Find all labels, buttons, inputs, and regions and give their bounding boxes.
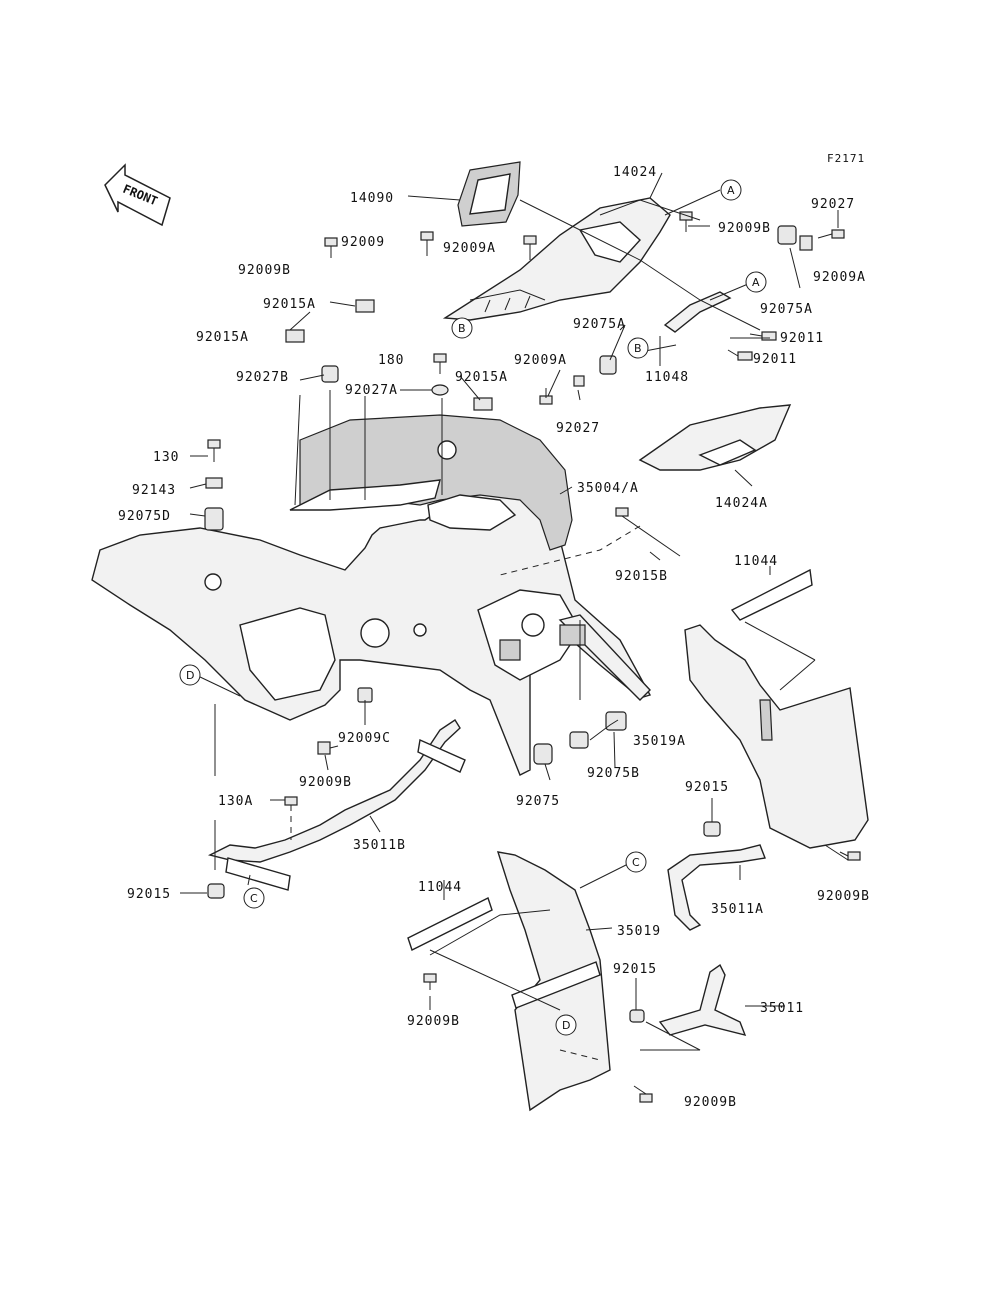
label-180: 180	[378, 353, 404, 368]
label-92075b: 92075B	[587, 766, 640, 781]
label-14024: 14024	[613, 165, 657, 180]
part-35011b-plate-shape	[225, 857, 291, 891]
label-92011-lower: 92011	[753, 352, 797, 367]
leader-lines	[180, 172, 849, 1061]
callout-c-left: C	[243, 887, 265, 909]
part-35011a-shape	[667, 844, 766, 931]
label-14090: 14090	[350, 191, 394, 206]
label-92009a-mid: 92009A	[514, 353, 567, 368]
label-92075d: 92075D	[118, 509, 171, 524]
part-14090-shape	[457, 161, 521, 227]
label-130: 130	[153, 450, 179, 465]
fasteners	[204, 211, 861, 1103]
label-35011b: 35011B	[353, 838, 406, 853]
label-92143: 92143	[132, 483, 176, 498]
part-labels: 14090 14024 92009 92009A 92009B 92027 92…	[118, 165, 870, 1110]
label-11044-upper: 11044	[734, 554, 778, 569]
label-11044-lower: 11044	[418, 880, 462, 895]
label-35011: 35011	[760, 1001, 804, 1016]
svg-text:D: D	[186, 669, 194, 682]
svg-text:B: B	[458, 322, 466, 335]
part-11048-shape	[663, 291, 732, 333]
callout-b-right: B	[627, 337, 649, 359]
label-92015-left: 92015	[127, 887, 171, 902]
label-92011-upper: 92011	[780, 331, 824, 346]
label-92009b-top: 92009B	[718, 221, 771, 236]
label-92027-mid: 92027	[556, 421, 600, 436]
label-92027b: 92027B	[236, 370, 289, 385]
label-35019a: 35019A	[633, 734, 686, 749]
svg-text:B: B	[634, 342, 642, 355]
svg-text:A: A	[727, 184, 735, 197]
label-35011a: 35011A	[711, 902, 764, 917]
front-arrow-icon: FRONT	[104, 163, 171, 227]
label-92009b-mid: 92009B	[299, 775, 352, 790]
label-92027a: 92027A	[345, 383, 398, 398]
callout-a-top: A	[720, 179, 742, 201]
label-92015a-left: 92015A	[196, 330, 249, 345]
part-35011-shape	[658, 963, 747, 1037]
label-92009: 92009	[341, 235, 385, 250]
label-130a: 130A	[218, 794, 253, 809]
label-92075a-right: 92075A	[760, 302, 813, 317]
callout-d-left: D	[179, 664, 201, 686]
label-14024a: 14024A	[715, 496, 768, 511]
label-92027-top: 92027	[811, 197, 855, 212]
label-92009c: 92009C	[338, 731, 391, 746]
part-35011b-tab-shape	[417, 738, 466, 773]
part-35019a-shape	[499, 614, 651, 701]
label-92009b-right: 92009B	[817, 889, 870, 904]
label-35019: 35019	[617, 924, 661, 939]
svg-text:D: D	[562, 1019, 570, 1032]
callout-a-right: A	[745, 271, 767, 293]
label-92009a-right: 92009A	[813, 270, 866, 285]
label-92009a-top: 92009A	[443, 241, 496, 256]
callouts: A A B B C C D D	[179, 179, 767, 1036]
label-35004a: 35004/A	[577, 481, 639, 496]
label-11048: 11048	[645, 370, 689, 385]
label-92015b: 92015B	[615, 569, 668, 584]
part-35019-shape	[496, 851, 611, 1112]
label-92075a-mid: 92075A	[573, 317, 626, 332]
part-35011b-shape	[207, 719, 461, 863]
svg-text:A: A	[752, 276, 760, 289]
label-92009b-lower-right: 92009B	[684, 1095, 737, 1110]
callout-c-right: C	[625, 851, 647, 873]
label-92015-right: 92015	[685, 780, 729, 795]
label-92015a-mid: 92015A	[455, 370, 508, 385]
label-92075: 92075	[516, 794, 560, 809]
part-11044-lower-shape	[407, 897, 493, 951]
callout-b-left: B	[451, 317, 473, 339]
part-mudflap-right-shape	[684, 568, 869, 849]
label-92009b-lower-left: 92009B	[407, 1014, 460, 1029]
label-92015-lower: 92015	[613, 962, 657, 977]
part-35004a-shape	[91, 414, 652, 776]
svg-text:C: C	[250, 892, 258, 905]
callout-d-lower: D	[555, 1014, 577, 1036]
label-92015a-upper: 92015A	[263, 297, 316, 312]
label-92009b-left: 92009B	[238, 263, 291, 278]
svg-text:C: C	[632, 856, 640, 869]
figure-code: F2171	[827, 152, 865, 165]
part-14024a-shape	[638, 404, 792, 471]
